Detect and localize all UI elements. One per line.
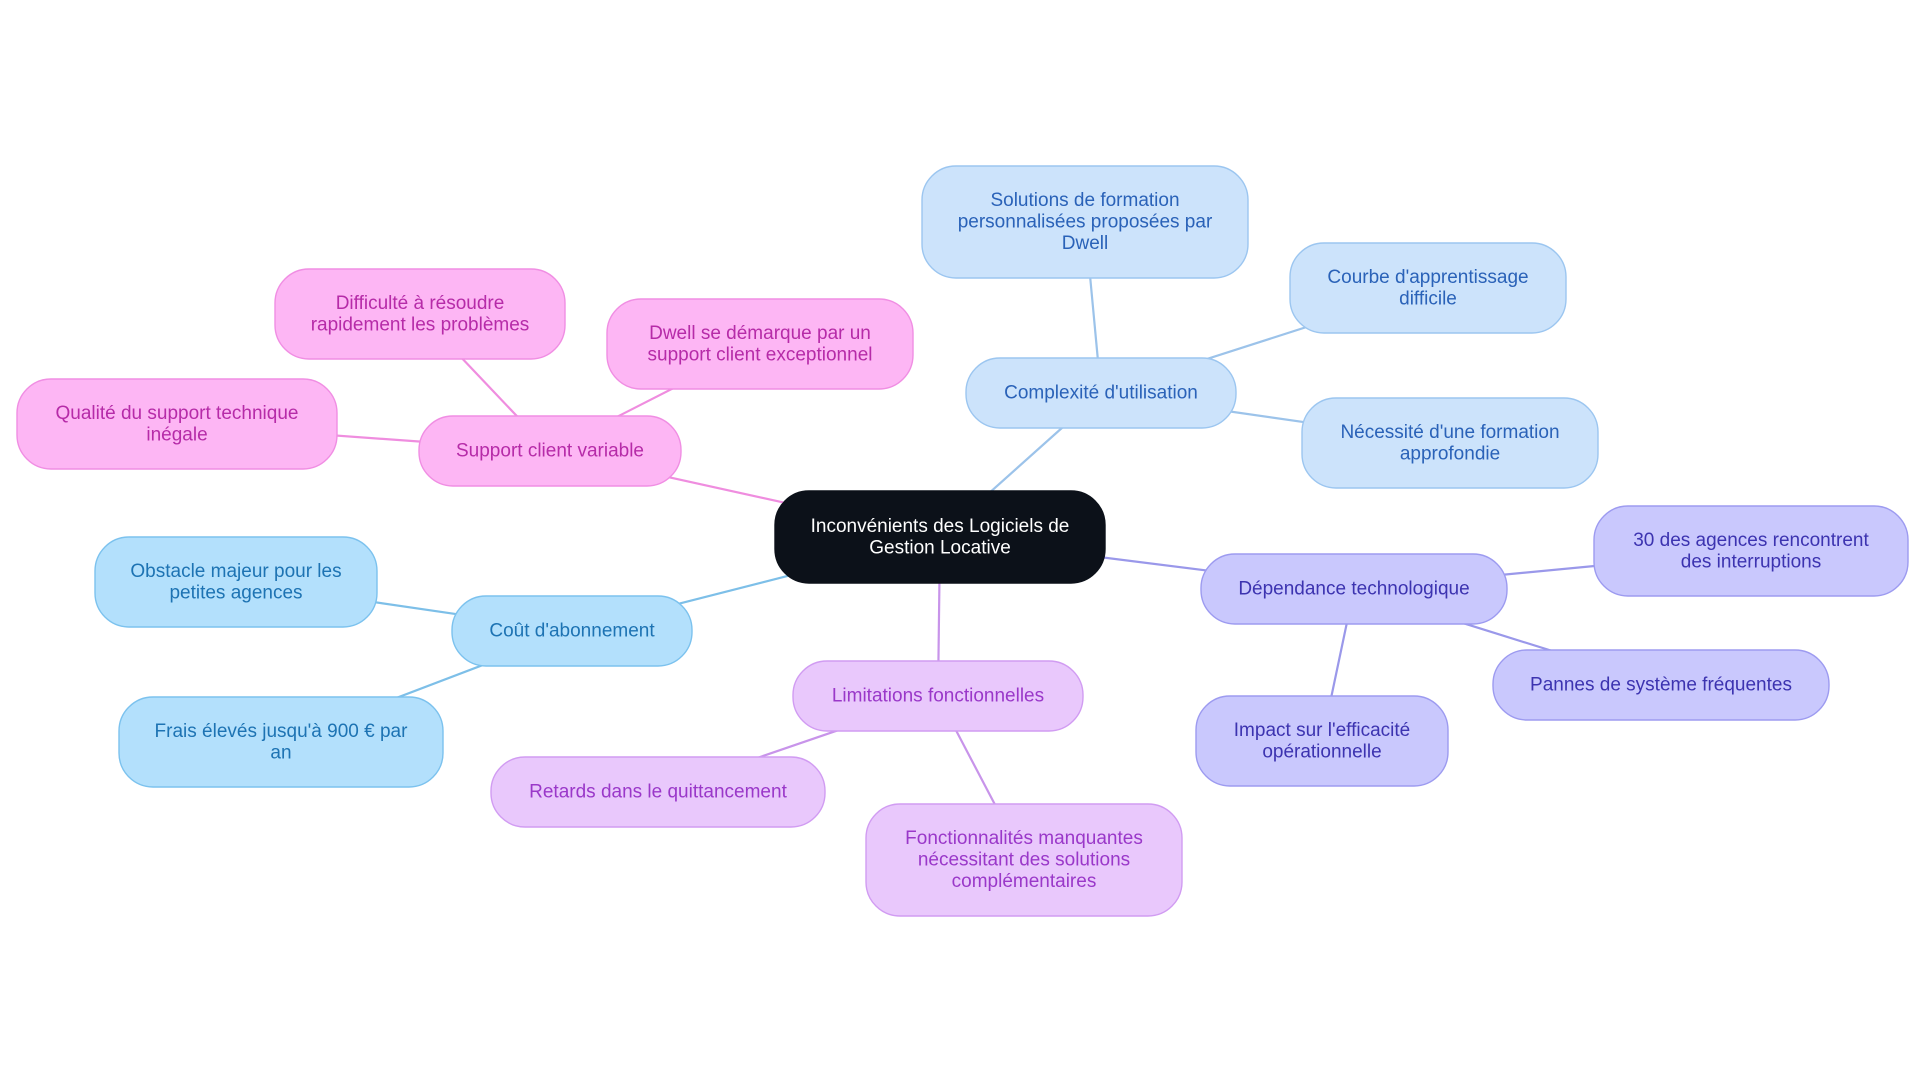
branch-node-dependance[interactable]: Dépendance technologique bbox=[1200, 553, 1508, 625]
leaf-node-support-3-label-line: Qualité du support technique bbox=[56, 403, 299, 424]
leaf-node-support-2-box bbox=[606, 298, 914, 390]
leaf-node-complexite-2-label-line: difficile bbox=[1399, 288, 1457, 309]
leaf-node-dependance-1-label-line: 30 des agences rencontrent bbox=[1633, 530, 1869, 551]
branch-node-cout-box bbox=[451, 595, 693, 667]
root-node-label-line: Inconvénients des Logiciels de bbox=[811, 516, 1070, 537]
leaf-node-dependance-3-box bbox=[1195, 695, 1449, 787]
leaf-node-complexite-1-box bbox=[921, 165, 1249, 279]
leaf-node-limitations-1[interactable]: Retards dans le quittancement bbox=[490, 756, 826, 828]
leaf-node-support-2-label-line: Dwell se démarque par un bbox=[649, 323, 871, 344]
branch-node-complexite-label-line: Complexité d'utilisation bbox=[1004, 383, 1198, 404]
leaf-node-support-3-label-line: inégale bbox=[146, 424, 207, 445]
leaf-node-limitations-2-label-line: complémentaires bbox=[952, 871, 1097, 892]
leaf-node-limitations-2-label-line: nécessitant des solutions bbox=[918, 850, 1130, 871]
branch-node-dependance-box bbox=[1200, 553, 1508, 625]
leaf-node-cout-1-label-line: Obstacle majeur pour les bbox=[130, 561, 341, 582]
leaf-node-complexite-1-label-line: Dwell bbox=[1062, 233, 1108, 254]
branch-node-dependance-label-line: Dépendance technologique bbox=[1238, 579, 1469, 600]
branch-node-limitations-label-line: Limitations fonctionnelles bbox=[832, 686, 1044, 707]
leaf-node-dependance-1-box bbox=[1593, 505, 1909, 597]
leaf-node-cout-2-label-line: an bbox=[270, 742, 291, 763]
leaf-node-limitations-1-box bbox=[490, 756, 826, 828]
branch-node-limitations[interactable]: Limitations fonctionnelles bbox=[792, 660, 1084, 732]
branch-node-complexite-box bbox=[965, 357, 1237, 429]
branch-node-cout[interactable]: Coût d'abonnement bbox=[451, 595, 693, 667]
leaf-node-dependance-2-box bbox=[1492, 649, 1830, 721]
leaf-node-support-1-label-line: Difficulté à résoudre bbox=[336, 293, 505, 314]
leaf-node-complexite-3-box bbox=[1301, 397, 1599, 489]
leaf-node-complexite-3-label-line: approfondie bbox=[1400, 443, 1500, 464]
leaf-node-limitations-2-box bbox=[865, 803, 1183, 917]
leaf-node-cout-1-label-line: petites agences bbox=[169, 582, 302, 603]
leaf-node-complexite-2-box bbox=[1289, 242, 1567, 334]
leaf-node-complexite-1-label-line: Solutions de formation bbox=[990, 190, 1179, 211]
branch-node-support[interactable]: Support client variable bbox=[418, 415, 682, 487]
leaf-node-support-2-label-line: support client exceptionnel bbox=[648, 344, 873, 365]
branch-node-support-box bbox=[418, 415, 682, 487]
leaf-node-dependance-3-label-line: Impact sur l'efficacité bbox=[1234, 720, 1410, 741]
leaf-node-complexite-1-label-line: personnalisées proposées par bbox=[958, 212, 1213, 233]
leaf-node-support-1-box bbox=[274, 268, 566, 360]
leaf-node-cout-1-box bbox=[94, 536, 378, 628]
branch-node-support-label-line: Support client variable bbox=[456, 441, 644, 462]
leaf-node-complexite-3-label-line: Nécessité d'une formation bbox=[1340, 422, 1559, 443]
branch-node-limitations-box bbox=[792, 660, 1084, 732]
leaf-node-cout-2-label-line: Frais élevés jusqu'à 900 € par bbox=[155, 721, 409, 742]
leaf-node-support-1-label-line: rapidement les problèmes bbox=[311, 314, 530, 335]
leaf-node-dependance-1-label-line: des interruptions bbox=[1681, 551, 1821, 572]
leaf-node-dependance-2-label-line: Pannes de système fréquentes bbox=[1530, 675, 1792, 696]
leaf-node-support-3-box bbox=[16, 378, 338, 470]
root-node-box bbox=[774, 490, 1106, 584]
leaf-node-complexite-2-label-line: Courbe d'apprentissage bbox=[1327, 267, 1528, 288]
branch-node-complexite[interactable]: Complexité d'utilisation bbox=[965, 357, 1237, 429]
leaf-node-limitations-2-label-line: Fonctionnalités manquantes bbox=[905, 828, 1143, 849]
leaf-node-dependance-3-label-line: opérationnelle bbox=[1262, 741, 1381, 762]
leaf-node-limitations-1-label-line: Retards dans le quittancement bbox=[529, 782, 787, 803]
leaf-node-cout-2-box bbox=[118, 696, 444, 788]
leaf-node-dependance-2[interactable]: Pannes de système fréquentes bbox=[1492, 649, 1830, 721]
branch-node-cout-label-line: Coût d'abonnement bbox=[489, 621, 655, 642]
root-node-label-line: Gestion Locative bbox=[869, 537, 1011, 558]
